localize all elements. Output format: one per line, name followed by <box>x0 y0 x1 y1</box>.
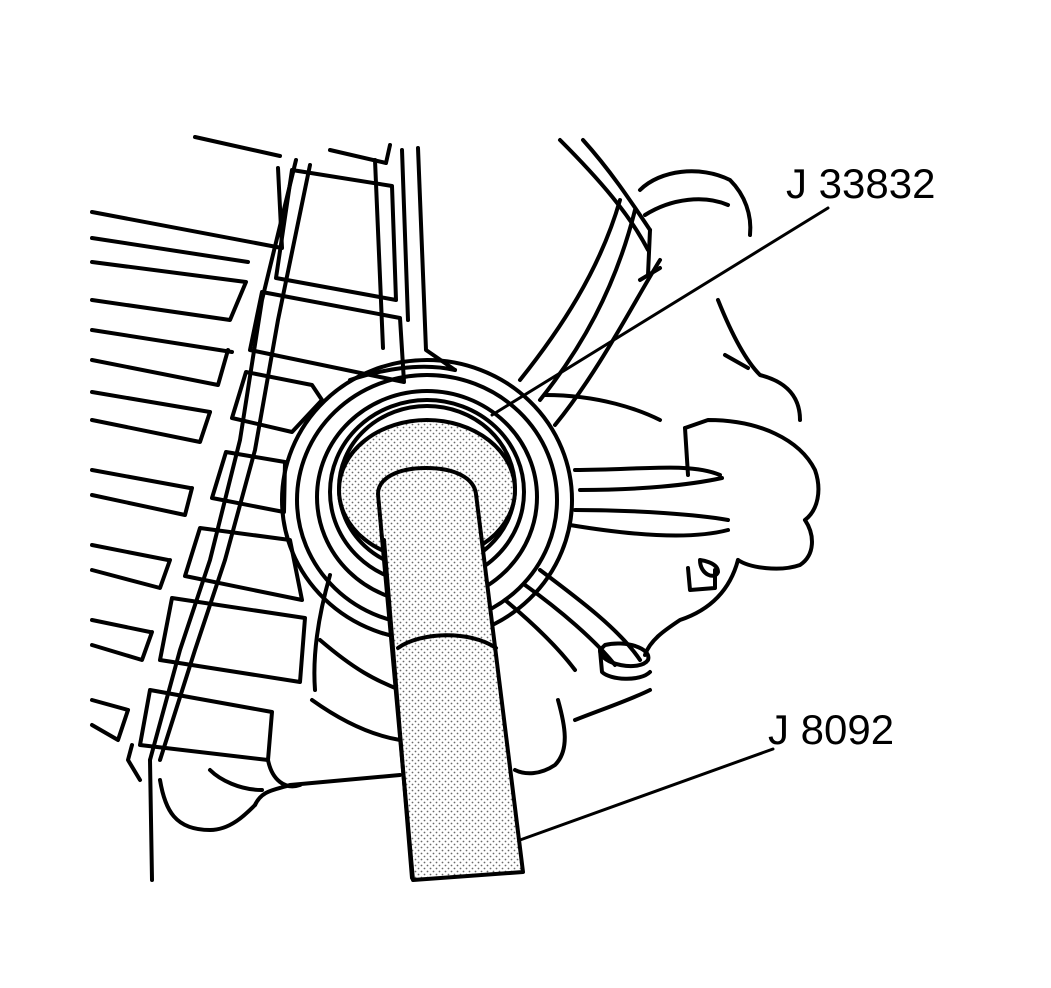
callout-j8092: J 8092 <box>768 706 894 753</box>
leader-line-j33832 <box>490 206 830 417</box>
driver-handle-tool <box>376 466 525 882</box>
leader-line-j8092 <box>518 747 775 842</box>
callout-j33832: J 33832 <box>786 160 935 207</box>
case-grid <box>90 135 457 882</box>
